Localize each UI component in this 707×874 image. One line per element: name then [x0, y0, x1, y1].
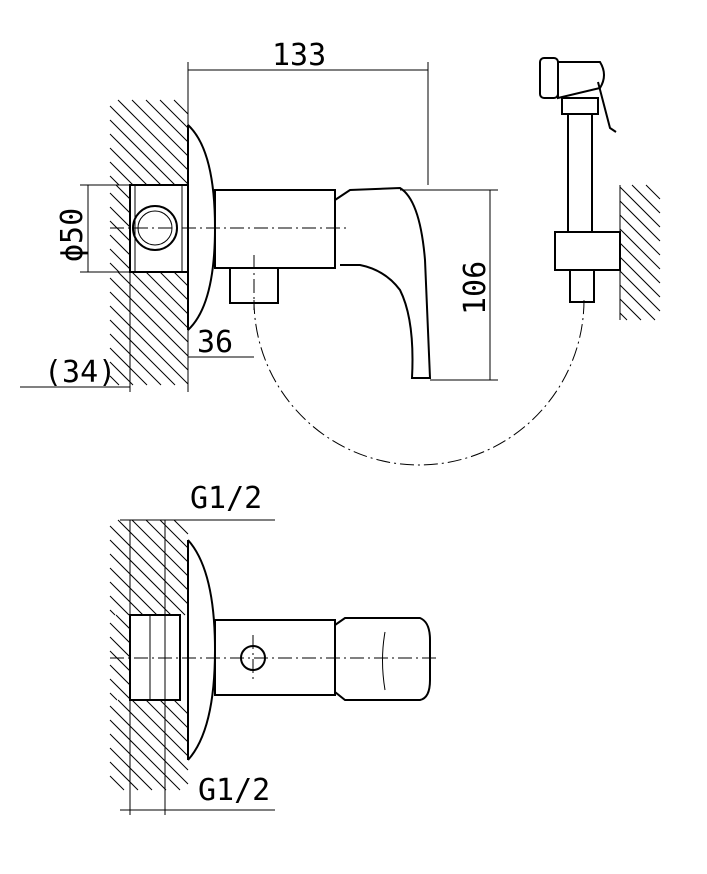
dim-thread-bottom: G1/2 — [198, 773, 270, 808]
hatch-line — [145, 99, 189, 143]
hatch-line — [109, 161, 134, 186]
hatch-line — [109, 248, 131, 270]
hand-shower — [539, 57, 621, 320]
hatch-line — [117, 99, 189, 171]
hatch-line — [109, 539, 186, 616]
valve-body — [214, 189, 336, 269]
hatch-line — [109, 361, 134, 386]
hatch-line — [145, 699, 189, 743]
hatch-line — [109, 277, 189, 357]
hatch-line — [619, 242, 661, 284]
hatch-line — [117, 699, 189, 771]
hatch-line — [117, 271, 189, 343]
hatch-line — [109, 262, 120, 273]
hatch-line — [109, 234, 131, 256]
hatch-line — [109, 747, 153, 791]
hatch-line — [115, 614, 131, 630]
hatch-line — [109, 192, 131, 214]
hatch-line — [631, 184, 661, 214]
hatch-line — [145, 519, 189, 563]
hatch-line — [109, 595, 130, 616]
lever-handle — [334, 186, 432, 379]
hatch-line — [109, 761, 139, 791]
hatch-line — [109, 636, 131, 658]
hatch-line — [619, 298, 642, 321]
hatch-line — [131, 271, 189, 329]
hatch-line — [109, 622, 131, 644]
hatch-line — [109, 133, 162, 186]
hatch-line — [109, 705, 189, 785]
dim-thread-top: G1/2 — [190, 481, 262, 516]
hatch-line — [109, 375, 120, 386]
hatch-line — [173, 271, 189, 287]
hatch-line — [159, 99, 189, 129]
hatch-line — [159, 699, 189, 729]
hatch-line — [619, 214, 661, 256]
hatch-line — [109, 678, 131, 700]
hatch-line — [131, 519, 189, 577]
hatch-line — [109, 525, 189, 605]
hatch-line — [109, 581, 144, 616]
hatch-line — [131, 699, 189, 757]
hatch-line — [109, 333, 162, 386]
hatch-line — [109, 664, 131, 686]
hatch-line — [619, 284, 656, 321]
hose-arc — [253, 299, 585, 466]
hatch-line — [109, 206, 131, 228]
hatch-line — [645, 184, 661, 200]
hatch-line — [109, 733, 167, 791]
hatch-line — [619, 312, 628, 321]
hatch-line — [109, 553, 172, 616]
thread-dimensions — [120, 519, 275, 815]
hatch-line — [109, 147, 148, 186]
hatch-line — [173, 699, 189, 715]
hatch-line — [619, 270, 661, 312]
hatch-line — [109, 609, 116, 616]
hatch-line — [109, 650, 131, 672]
hatch-line — [109, 692, 118, 701]
side-view-mixer — [110, 124, 585, 466]
hatch-line — [109, 175, 120, 186]
hatch-line — [117, 519, 189, 591]
hatch-line — [619, 256, 661, 298]
hatch-line — [109, 119, 176, 186]
hatch-line — [109, 719, 181, 791]
dim-34: (34) — [44, 355, 116, 390]
wall-hatching — [109, 99, 661, 791]
hatch-line — [109, 347, 148, 386]
dim-36: 36 — [197, 325, 233, 360]
dim-133: 133 — [272, 38, 326, 73]
top-view-mixer — [110, 539, 440, 761]
hatch-line — [619, 200, 661, 242]
hatch-line — [109, 291, 189, 371]
hatch-line — [109, 305, 189, 385]
hatch-line — [115, 184, 131, 200]
dimension-lines — [20, 62, 498, 392]
hatch-line — [173, 519, 189, 535]
hatch-line — [159, 271, 189, 301]
hatch-line — [109, 319, 176, 386]
hatch-line — [109, 105, 189, 185]
hatch-line — [173, 99, 189, 115]
hatch-line — [109, 567, 158, 616]
hatch-line — [619, 228, 661, 270]
hatch-line — [131, 99, 189, 157]
dim-diameter-50: ϕ50 — [55, 208, 90, 262]
hatch-line — [145, 271, 189, 315]
dim-106: 106 — [458, 261, 493, 315]
hatch-line — [159, 519, 189, 549]
hatch-line — [109, 220, 131, 242]
hatch-line — [109, 775, 125, 791]
hatch-line — [619, 186, 661, 228]
